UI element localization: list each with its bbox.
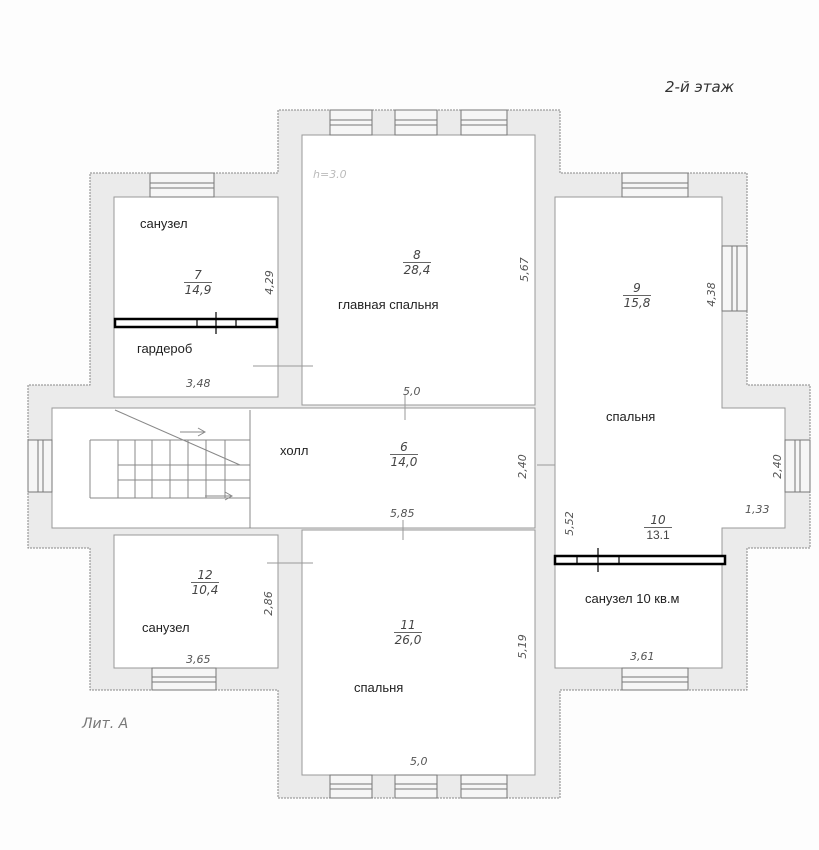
- dim: 5,52: [562, 511, 576, 536]
- dim: 5,67: [517, 257, 531, 282]
- partitions: [113, 317, 727, 566]
- room-9-name: спальня: [606, 409, 656, 424]
- dim: 5,19: [515, 634, 529, 659]
- dim: 4,29: [262, 270, 276, 295]
- dim: 5,0: [410, 755, 428, 768]
- room-10-name: санузел 10 кв.м: [585, 591, 680, 606]
- room-8-name: главная спальня: [338, 297, 439, 312]
- dim: 4,38: [704, 282, 718, 307]
- dim: 3,65: [186, 653, 211, 666]
- partition-wardrobe: [113, 317, 279, 329]
- dim: 3,61: [630, 650, 655, 663]
- room-12-name: санузел: [142, 620, 190, 635]
- staircase: [89, 409, 251, 528]
- floor-title: 2-й этаж: [665, 78, 735, 96]
- dim: 3,48: [186, 377, 211, 390]
- dim: 2,40: [770, 454, 784, 479]
- height-note: h=3.0: [313, 168, 347, 181]
- dim: 5,85: [390, 507, 415, 520]
- room-6-name: холл: [280, 443, 309, 458]
- dim: 1,33: [745, 503, 770, 516]
- room-12: [113, 534, 279, 669]
- room-7: [113, 196, 279, 398]
- partition-bathroom-10: [553, 554, 727, 566]
- room-6-hall: [51, 407, 536, 529]
- lit-label: Лит. А: [82, 716, 129, 732]
- dim: 2,86: [261, 591, 275, 616]
- room-7-name2: гардероб: [137, 341, 193, 356]
- room-7-name: санузел: [140, 216, 188, 231]
- dim: 5,0: [403, 385, 421, 398]
- room-11: [301, 529, 536, 776]
- room-8: [301, 134, 536, 406]
- windows: [27, 109, 811, 799]
- room-11-name: спальня: [354, 680, 404, 695]
- dim: 2,40: [515, 454, 529, 479]
